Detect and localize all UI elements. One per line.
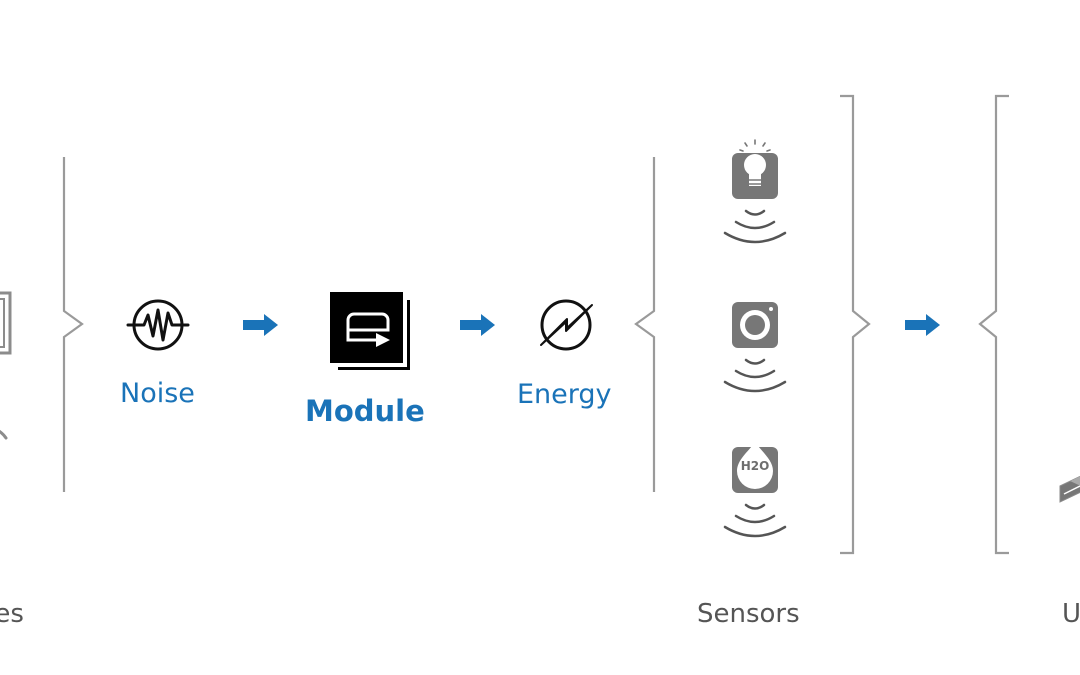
arrow-sensors-to-uses <box>905 314 940 336</box>
module-icon <box>330 292 410 370</box>
device-icon <box>1059 475 1080 503</box>
brace-sensors-right <box>840 94 871 555</box>
cable-icon <box>0 429 8 440</box>
brace-uses <box>978 94 1009 555</box>
label-sensors: Sensors <box>697 599 800 629</box>
noise-wave-icon <box>126 299 190 351</box>
label-energy: Energy <box>517 379 612 410</box>
camera-sensor-icon <box>732 302 778 348</box>
signal-waves-camera <box>723 358 787 393</box>
label-sources: rces <box>0 599 24 629</box>
energy-bolt-icon <box>540 299 593 351</box>
panel-icon <box>0 291 12 355</box>
h2o-label: H2O <box>740 459 770 473</box>
signal-waves-water <box>723 503 787 538</box>
brace-sensors-left <box>634 157 656 492</box>
label-uses: U <box>1062 599 1080 629</box>
label-module: Module <box>305 394 425 428</box>
arrow-module-to-energy <box>460 314 495 336</box>
brace-sources <box>62 157 84 492</box>
water-drop-sensor-icon <box>732 442 778 493</box>
label-noise: Noise <box>120 378 195 409</box>
light-bulb-sensor-icon <box>732 139 778 199</box>
signal-waves-light <box>723 209 787 244</box>
arrow-noise-to-module <box>243 314 278 336</box>
